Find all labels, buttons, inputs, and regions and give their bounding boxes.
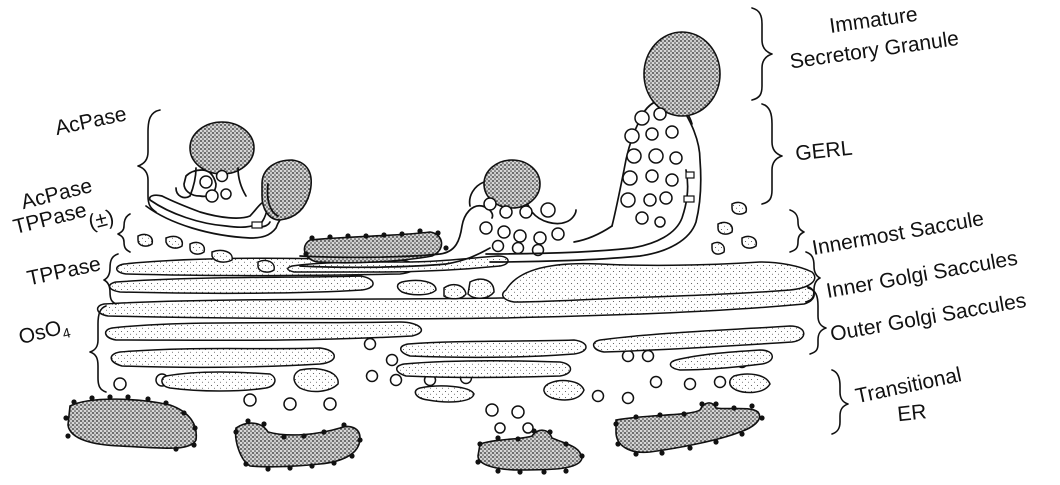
transitional-er (63, 394, 764, 474)
rough-er-segment (616, 403, 760, 452)
label-transitional-2: ER (896, 400, 927, 426)
saccule (111, 348, 334, 367)
brace-immature-granule (752, 8, 772, 100)
label-oso4: OsO4 (16, 314, 72, 352)
saccule (110, 276, 373, 293)
saccule (138, 234, 152, 246)
label-plus-minus: (±) (86, 206, 116, 234)
saccule (106, 322, 422, 340)
brace-oso4 (90, 306, 106, 392)
saccule (258, 260, 274, 272)
saccule (166, 236, 182, 248)
rough-er-segment (478, 430, 582, 470)
label-gerl: GERL (794, 137, 853, 166)
saccule (742, 236, 756, 248)
outer-golgi-saccules (106, 322, 804, 402)
saccule (732, 202, 746, 214)
label-oso4-main: OsO (16, 316, 63, 349)
label-tppase: TPPase (25, 252, 103, 290)
saccule (544, 381, 584, 400)
saccule (718, 222, 732, 234)
label-innermost-saccule: Innermost Saccule (810, 207, 985, 260)
gerl-right (486, 32, 720, 262)
brace-innermost (790, 210, 804, 252)
saccule (398, 280, 437, 294)
saccule (397, 361, 571, 378)
dense-granule (190, 122, 254, 174)
right-labels: Immature Secretory Granule GERL Innermos… (788, 3, 1028, 426)
label-acpase: AcPase (53, 102, 129, 140)
saccule (212, 250, 232, 262)
saccule (294, 369, 338, 392)
dense-granule (262, 160, 311, 220)
brace-gerl (762, 104, 782, 204)
saccule (415, 386, 474, 402)
label-immature-2: Secretory Granule (788, 27, 960, 73)
saccule (468, 279, 494, 298)
brace-transitional (832, 370, 848, 434)
saccule (401, 340, 586, 357)
saccule (712, 242, 724, 254)
brace-acpase (138, 110, 160, 212)
rough-er-segment (236, 423, 360, 467)
brace-acpase-tppase (118, 214, 130, 252)
saccule (730, 374, 770, 392)
saccule (670, 350, 772, 370)
brace-tppase (104, 254, 118, 304)
rough-er-segment (68, 399, 196, 448)
saccule (190, 242, 204, 254)
saccule (594, 326, 804, 352)
immature-secretory-granule (644, 32, 720, 116)
label-immature-1: Immature (828, 3, 919, 38)
saccule (444, 285, 466, 299)
gerl-left (146, 122, 311, 238)
saccule (162, 372, 275, 391)
